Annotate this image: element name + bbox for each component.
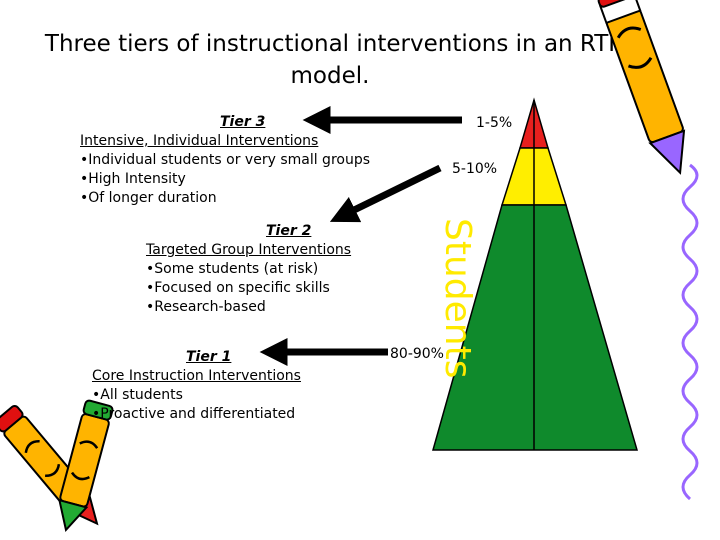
tier1-bullet: •All students (92, 387, 183, 403)
tier2-bullet: •Focused on specific skills (146, 280, 330, 296)
pyramid-tier1-green (432, 204, 638, 451)
page-title: Three tiers of instructional interventio… (44, 31, 616, 89)
tier1-bullet: •Proactive and differentiated (92, 406, 296, 422)
tier3-block: Tier 3 Intensive, Individual Interventio… (80, 113, 400, 208)
tier3-bullet: •Individual students or very small group… (80, 152, 371, 168)
percent-tier3: 1-5% (476, 115, 513, 131)
tier2-bullet: •Some students (at risk) (146, 261, 319, 277)
tier1-subheading: Core Instruction Interventions (92, 368, 301, 384)
tier1-heading: Tier 1 (186, 349, 232, 365)
tier1-block: Tier 1 Core Instruction Interventions •A… (92, 348, 352, 424)
percent-tier1: 80-90% (390, 346, 444, 362)
tier3-bullet: •High Intensity (80, 171, 186, 187)
pencil-clipart-top-icon (597, 0, 686, 175)
squiggle-decoration-icon (681, 163, 699, 501)
percent-tier2: 5-10% (452, 161, 498, 177)
tier2-block: Tier 2 Targeted Group Interventions •Som… (146, 222, 406, 317)
arrow-tier2 (329, 164, 442, 223)
pencil-clipart-bottom-b-icon (58, 399, 114, 532)
tier2-bullet: •Research-based (146, 299, 266, 315)
tier2-heading: Tier 2 (266, 223, 312, 239)
tier3-heading: Tier 3 (220, 114, 266, 130)
tier3-subheading: Intensive, Individual Interventions (80, 133, 319, 149)
tier2-subheading: Targeted Group Interventions (146, 242, 352, 258)
tier3-bullet: •Of longer duration (80, 190, 217, 206)
